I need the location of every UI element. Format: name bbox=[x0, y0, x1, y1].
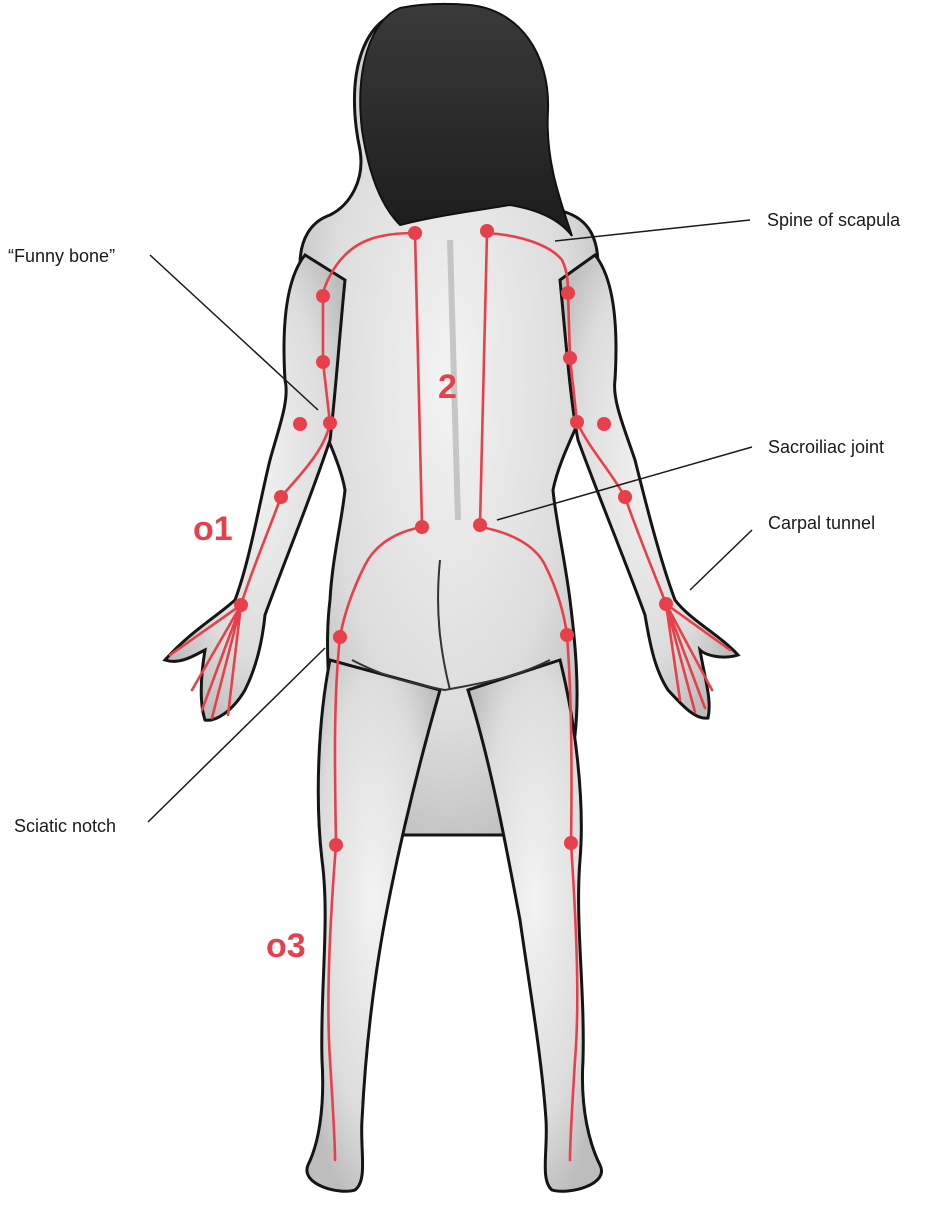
section-label-back: 2 bbox=[438, 368, 457, 406]
point-scapula-left bbox=[408, 226, 422, 240]
point-knee-right bbox=[564, 836, 578, 850]
callout-spine-of-scapula: Spine of scapula bbox=[767, 210, 901, 230]
point-elbow-outer-right bbox=[597, 417, 611, 431]
point-upperarm-right bbox=[563, 351, 577, 365]
point-elbow-right bbox=[570, 415, 584, 429]
point-knee-left bbox=[329, 838, 343, 852]
leader-carpal-tunnel bbox=[690, 530, 752, 590]
left-leg-outline bbox=[307, 660, 440, 1191]
left-arm-outline bbox=[165, 255, 345, 720]
right-arm-outline bbox=[560, 255, 738, 718]
point-elbow-left bbox=[323, 416, 337, 430]
right-leg-outline bbox=[468, 660, 602, 1191]
point-wrist-right bbox=[659, 597, 673, 611]
callout-sacroiliac-joint: Sacroiliac joint bbox=[768, 437, 884, 457]
section-label-arm: o1 bbox=[193, 510, 233, 548]
point-shoulder-left bbox=[316, 289, 330, 303]
point-elbow-outer-left bbox=[293, 417, 307, 431]
section-label-leg: o3 bbox=[266, 927, 306, 965]
point-forearm-right bbox=[618, 490, 632, 504]
body-figure bbox=[165, 4, 738, 1191]
point-forearm-left bbox=[274, 490, 288, 504]
hair bbox=[360, 4, 572, 236]
point-hip-right bbox=[560, 628, 574, 642]
point-hip-left bbox=[333, 630, 347, 644]
callout-carpal-tunnel: Carpal tunnel bbox=[768, 513, 875, 533]
point-scapula-right bbox=[480, 224, 494, 238]
point-wrist-left bbox=[234, 598, 248, 612]
callout-sciatic-notch: Sciatic notch bbox=[14, 816, 116, 836]
point-upperarm-left bbox=[316, 355, 330, 369]
point-sacrum-right bbox=[473, 518, 487, 532]
point-sacrum-left bbox=[415, 520, 429, 534]
point-shoulder-right bbox=[561, 286, 575, 300]
callout-funny-bone: “Funny bone” bbox=[8, 246, 115, 266]
